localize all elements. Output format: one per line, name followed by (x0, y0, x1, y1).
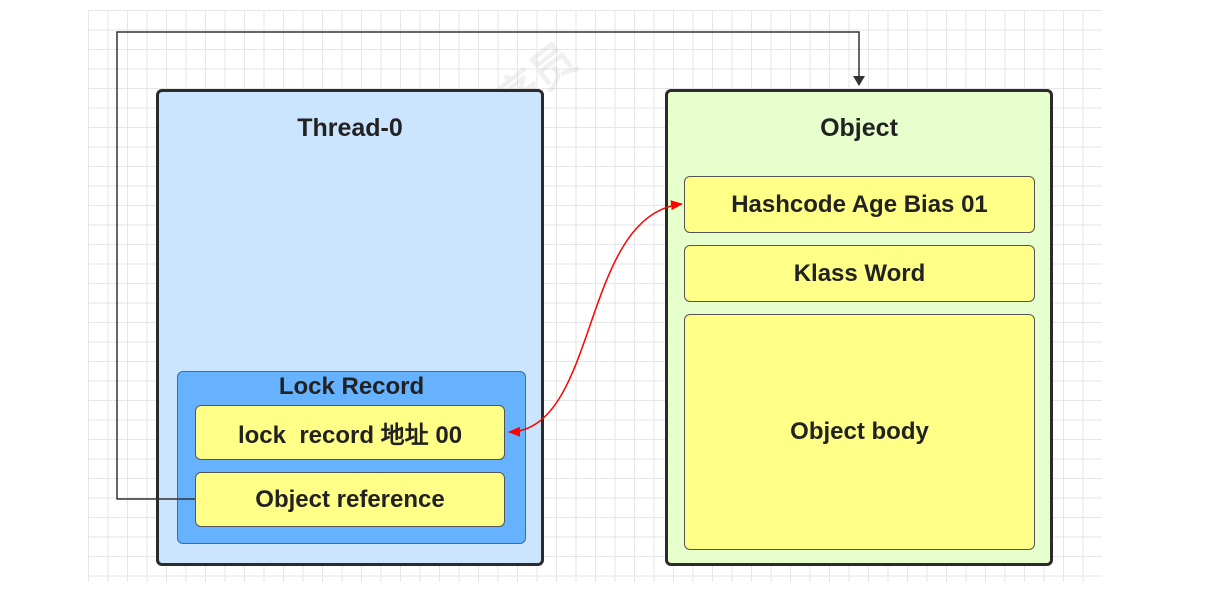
lock-record-title: Lock Record (278, 373, 425, 400)
object-body-cell[interactable]: Object body (684, 314, 1035, 550)
thread-title: Thread-0 (297, 114, 403, 142)
object-reference-cell[interactable]: Object reference (195, 472, 505, 527)
lock-record-address-cell[interactable]: lock record 地址 00 (195, 405, 505, 460)
klass-word-cell[interactable]: Klass Word (684, 245, 1035, 302)
cas-swap-arrow (508, 200, 683, 437)
mark-word-cell[interactable]: Hashcode Age Bias 01 (684, 176, 1035, 233)
object-title: Object (820, 114, 898, 142)
reference-connector (116, 31, 865, 500)
